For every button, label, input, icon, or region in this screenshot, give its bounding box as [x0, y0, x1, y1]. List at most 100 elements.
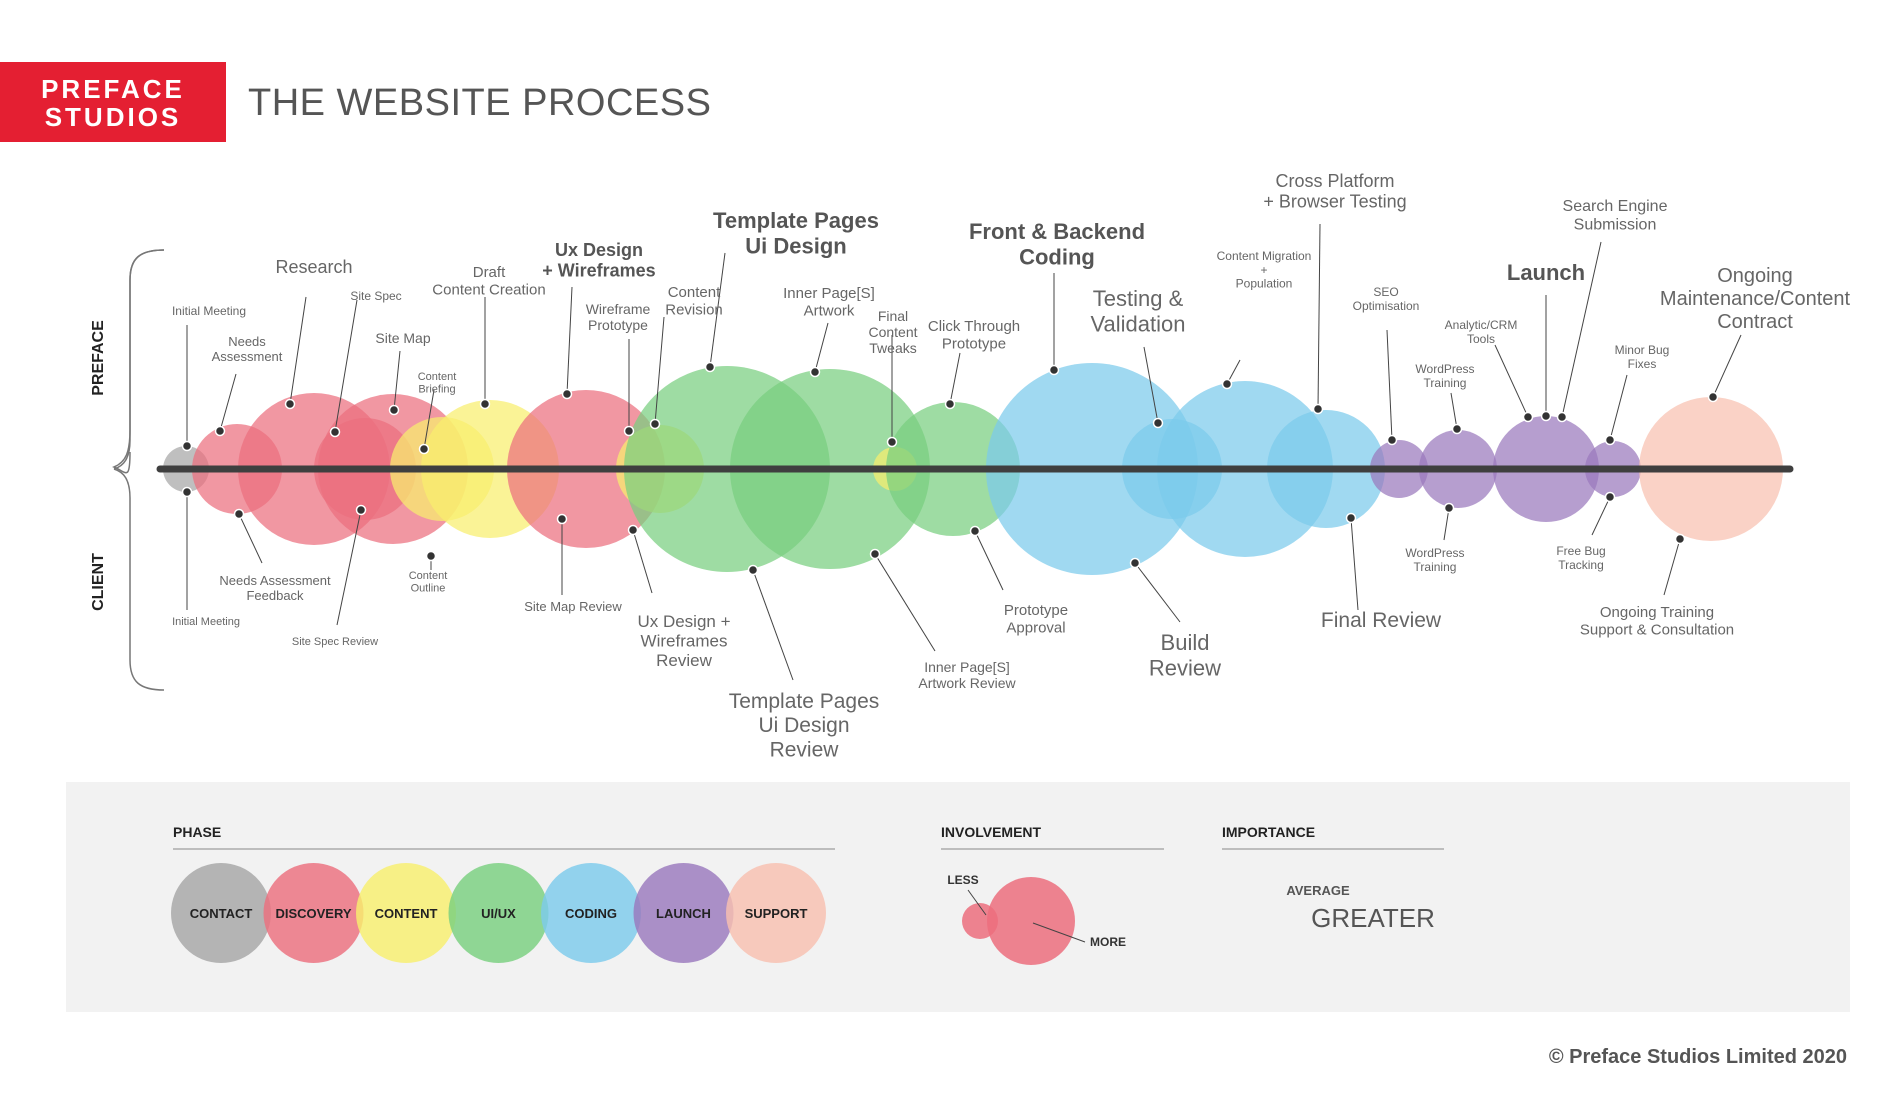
step-label: Inner Page[S]Artwork — [783, 285, 875, 319]
step-preface-search-engine-submission — [1556, 241, 1602, 423]
step-preface-testing-validation — [1143, 346, 1164, 429]
copyright-text: © Preface Studios Limited 2020 — [1548, 1046, 1847, 1068]
leader-line — [874, 553, 936, 652]
leader-line — [1591, 496, 1611, 536]
leader-line — [393, 350, 401, 411]
anchor-dot — [704, 361, 716, 373]
step-client-site-spec-review — [336, 504, 367, 626]
anchor-dot — [329, 426, 341, 438]
anchor-dot — [1152, 417, 1164, 429]
anchor-dot — [479, 398, 491, 410]
leader-line — [1443, 507, 1450, 541]
step-client-ux-design-wireframes-review — [627, 524, 653, 594]
anchor-dot — [1451, 423, 1463, 435]
step-label: Launch — [1507, 260, 1585, 285]
leader-line — [1561, 241, 1602, 418]
involvement-less-swatch — [962, 903, 998, 939]
anchor-dot — [284, 398, 296, 410]
legend-phase-uiux-label: UI/UX — [481, 906, 516, 921]
step-preface-initial-meeting — [181, 325, 193, 452]
legend-phase-contact-label: CONTACT — [190, 906, 253, 921]
step-client-needs-assessment-feedback — [233, 508, 263, 564]
page-title: THE WEBSITE PROCESS — [248, 82, 712, 124]
step-preface-final-content-tweaks — [886, 335, 898, 448]
step-preface-draft-content-creation — [479, 297, 491, 410]
step-preface-needs-assessment — [214, 373, 237, 437]
step-preface-front-backend-coding — [1048, 273, 1060, 376]
step-preface-click-through-prototype — [944, 352, 961, 410]
leader-line — [752, 569, 794, 681]
involvement-more-leader — [1032, 922, 1086, 943]
step-preface-content-migration-population — [1221, 359, 1241, 390]
step-preface-cross-platform-browser-testing — [1312, 223, 1324, 415]
anchor-dot — [1707, 391, 1719, 403]
preface-side-label: PREFACE — [90, 320, 107, 396]
preface-brace-curve — [113, 249, 165, 470]
step-label: Site Spec Review — [292, 636, 378, 648]
leader-line — [1494, 344, 1529, 418]
anchor-dot — [1345, 512, 1357, 524]
leader-line — [814, 322, 829, 373]
legend-phase-content-swatch — [356, 863, 456, 963]
leader-line — [334, 299, 358, 433]
anchor-dot — [869, 548, 881, 560]
anchor-dot — [1604, 491, 1616, 503]
anchor-dot — [1048, 364, 1060, 376]
anchor-dot — [418, 443, 430, 455]
anchor-dot — [425, 550, 437, 562]
step-preface-ongoing-maintenance-content-contract — [1707, 334, 1742, 403]
step-preface-ux-design-wireframes — [561, 286, 573, 400]
step-preface-content-revision — [649, 316, 665, 430]
anchor-dot — [1522, 411, 1534, 423]
legend-phase-support-swatch — [726, 863, 826, 963]
anchor-dot — [556, 513, 568, 525]
step-label: Cross Platform+ Browser Testing — [1263, 171, 1406, 212]
legend-phase-launch-swatch — [633, 863, 734, 963]
leader-line — [949, 352, 961, 405]
preface-studios-logo: PREFACE STUDIOS — [0, 62, 226, 142]
step-client-free-bug-tracking — [1591, 491, 1616, 536]
client-side-label: CLIENT — [90, 553, 107, 611]
step-preface-seo-optimisation — [1386, 329, 1398, 446]
legend-phase-support-label: SUPPORT — [745, 906, 808, 921]
step-preface-research — [284, 296, 307, 410]
involvement-more-label: MORE — [1090, 935, 1126, 949]
step-client-initial-meeting — [181, 486, 193, 610]
step-preface-analytic-crm-tools — [1494, 344, 1534, 423]
step-client-content-outline — [425, 550, 437, 570]
anchor-dot — [886, 436, 898, 448]
step-client-final-review — [1345, 512, 1359, 611]
anchor-dot — [1312, 403, 1324, 415]
involvement-more-swatch — [987, 877, 1075, 965]
step-preface-site-spec — [329, 299, 358, 438]
leader-line — [336, 509, 362, 626]
anchor-dot — [1556, 411, 1568, 423]
legend-phase-launch-label: LAUNCH — [656, 906, 711, 921]
step-label: Ux Design+ Wireframes — [542, 240, 655, 281]
importance-average-label: AVERAGE — [1286, 883, 1350, 898]
step-label: Site Spec — [350, 289, 401, 303]
step-client-build-review — [1129, 557, 1181, 623]
anchor-dot — [181, 440, 193, 452]
anchor-dot — [809, 366, 821, 378]
leader-line — [709, 252, 726, 368]
leader-line — [632, 529, 653, 594]
phase-heading: PHASE — [173, 824, 221, 840]
legend-phase-coding-label: CODING — [565, 906, 617, 921]
step-client-prototype-approval — [969, 525, 1004, 591]
leader-line — [238, 513, 263, 564]
step-preface-content-briefing — [418, 389, 435, 455]
step-preface-launch — [1540, 295, 1552, 422]
anchor-dot — [1221, 378, 1233, 390]
